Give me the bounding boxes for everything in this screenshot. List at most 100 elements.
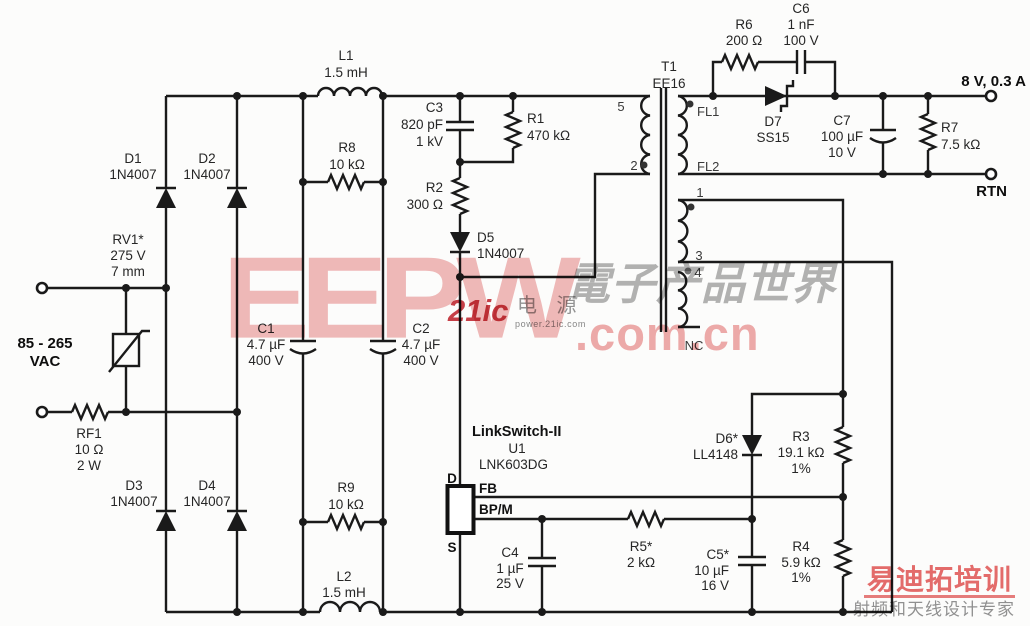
label-rf1-v2: 2 W [77,458,101,473]
inductor-l1-symbol [316,86,384,97]
label-rf1-ref: RF1 [76,426,102,441]
label-l1-v1: 1.5 mH [324,65,368,80]
label-l2-v1: 1.5 mH [322,585,366,600]
wire-bias-pin1 [678,198,845,394]
label-u1-part: LNK603DG [479,457,548,472]
label-c4-ref: C4 [501,545,519,560]
label-r4-v2: 1% [791,570,811,585]
label-r1-ref: R1 [527,111,544,126]
diode-d1-symbol [156,186,176,208]
label-r6-ref: R6 [735,17,752,32]
resistor-r3-symbol [832,425,854,465]
label-c1-v1: 4.7 µF [247,337,286,352]
label-t1-fl1: FL1 [697,104,719,119]
label-r3-ref: R3 [792,429,809,444]
label-c1-ref: C1 [257,321,274,336]
diode-d7-symbol [765,80,795,112]
label-c6-v2: 100 V [783,33,818,48]
wire-snubber [711,60,837,96]
label-u1-ref: U1 [508,441,525,456]
label-t1-pin3: 3 [695,248,702,263]
ic-u1-body [445,484,476,535]
diode-d6-symbol [742,435,762,457]
label-c6-v1: 1 nF [787,17,814,32]
diode-d2-symbol [227,186,247,208]
label-r2-ref: R2 [426,180,443,195]
label-c7-v1: 100 µF [821,129,863,144]
label-t1-fl2: FL2 [697,159,719,174]
label-t1-pin5: 5 [617,99,624,114]
t1-polarity-dot-pin2 [640,161,648,169]
label-c2-v1: 4.7 µF [402,337,441,352]
label-r9-v1: 10 kΩ [328,497,364,512]
t1-bias-winding-lower [677,270,689,329]
label-d2-ref: D2 [198,151,215,166]
t1-polarity-dot-pin4 [684,267,692,275]
label-r9-ref: R9 [337,480,354,495]
label-c6-ref: C6 [792,1,809,16]
label-c5-v1: 10 µF [694,563,729,578]
label-d5-ref: D5 [477,230,494,245]
junction-dots [122,92,932,616]
t1-bias-winding-upper [677,198,689,264]
label-c7-ref: C7 [833,113,850,128]
label-t1-pin1: 1 [696,185,703,200]
label-d7-ref: D7 [764,114,781,129]
input-terminal-neutral [35,405,49,419]
label-c3-v2: 1 kV [416,134,443,149]
label-r6-v1: 200 Ω [726,33,762,48]
label-d2-v1: 1N4007 [183,167,230,182]
label-u1-pin-s: S [447,540,456,555]
label-r5-ref: R5* [630,539,653,554]
label-output-rtn: RTN [976,183,1007,200]
t1-polarity-dot-fl1 [686,100,694,108]
label-r5-v1: 2 kΩ [627,555,655,570]
label-u1-pin-bpm: BP/M [479,502,513,517]
label-r8-v1: 10 kΩ [329,157,365,172]
label-r2-v1: 300 Ω [407,197,443,212]
label-rf1-v1: 10 Ω [75,442,104,457]
label-t1-core: EE16 [652,76,685,91]
label-c1-v2: 400 V [248,353,283,368]
label-output-voltage: 8 V, 0.3 A [961,73,1026,90]
label-t1-nc: NC [685,338,704,353]
wire-d6-top [750,392,843,435]
label-d5-v1: 1N4007 [477,246,524,261]
label-r8-ref: R8 [338,140,355,155]
label-c5-v2: 16 V [701,578,729,593]
t1-primary-winding [639,94,651,176]
label-d6-ref: D6* [715,431,738,446]
label-c4-v1: 1 µF [496,561,523,576]
diode-d3-symbol [156,509,176,531]
input-terminal-line [35,281,49,295]
label-t1-pin4: 4 [694,265,701,280]
output-terminal-return [984,167,998,181]
diode-d4-symbol [227,509,247,531]
label-c5-ref: C5* [706,547,729,562]
label-input-vac: VAC [30,353,61,370]
diode-d5-symbol [450,232,470,254]
resistor-r7-symbol [917,112,939,152]
label-c3-v1: 820 pF [401,117,443,132]
wire-bias-pin3 [678,260,894,612]
wire-pin2-drain [460,172,650,279]
label-r3-v2: 1% [791,461,811,476]
label-rv1-v2: 7 mm [111,264,145,279]
t1-polarity-dot-pin1 [687,203,695,211]
label-u1-family: LinkSwitch-II [472,424,561,440]
inductor-l2-symbol [318,600,382,613]
label-l1-ref: L1 [338,48,353,63]
label-input-range: 85 - 265 [17,335,72,352]
resistor-r5-symbol [626,508,666,530]
capacitor-c3-symbol [446,120,474,132]
label-d4-ref: D4 [198,478,216,493]
label-d3-v1: 1N4007 [110,494,157,509]
output-terminal-positive [984,89,998,103]
label-d3-ref: D3 [125,478,142,493]
label-rv1-v1: 275 V [110,248,145,263]
label-r7-ref: R7 [941,120,958,135]
capacitor-c2-symbol [369,339,397,355]
label-r4-v1: 5.9 kΩ [781,555,820,570]
